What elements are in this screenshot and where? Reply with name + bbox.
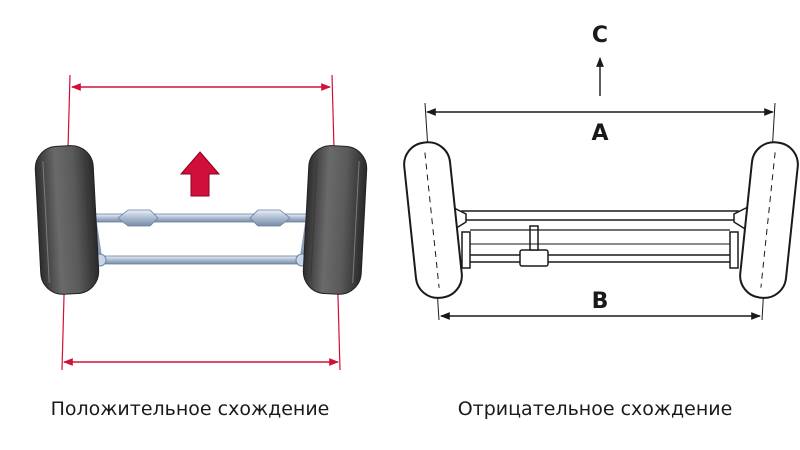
left-tire: [34, 145, 100, 295]
positive-toe-diagram: [34, 74, 368, 371]
axle-assembly: [91, 209, 311, 267]
axle-assembly-neg: [449, 204, 751, 269]
left-tire-neg: [403, 141, 463, 299]
label-a: A: [591, 121, 608, 146]
direction-arrow-icon: [179, 151, 221, 197]
left-rod-end: [117, 209, 159, 227]
negative-toe-caption: Отрицательное схождение: [457, 398, 733, 420]
right-tire: [302, 145, 368, 295]
label-b: B: [592, 289, 609, 314]
negative-toe-diagram: C A B: [403, 23, 799, 321]
positive-toe-caption: Положительное схождение: [50, 398, 330, 420]
right-rod-end: [249, 209, 291, 227]
right-tire-neg: [739, 141, 799, 299]
steering-link: [97, 255, 305, 265]
label-c: C: [592, 23, 608, 48]
